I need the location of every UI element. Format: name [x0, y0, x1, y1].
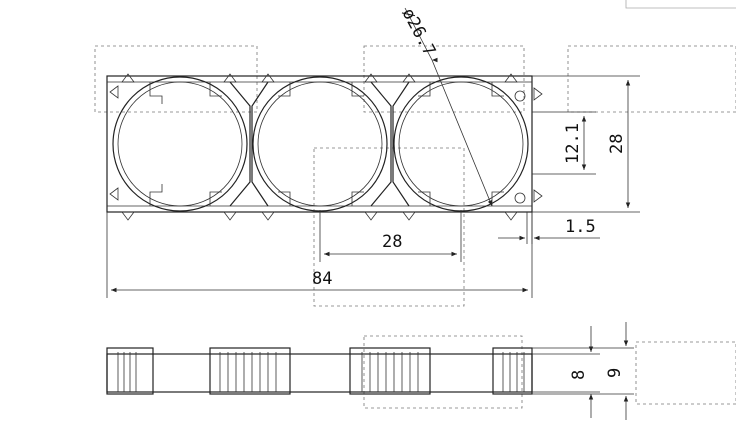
- pitch-label: 28: [382, 232, 402, 252]
- height-dimension: 28: [532, 75, 640, 213]
- body-thickness-label: 8: [569, 370, 589, 380]
- length-dimension: 84: [106, 212, 533, 298]
- total-thickness-label: 9: [605, 368, 625, 378]
- wall-label: 1.5: [565, 217, 596, 237]
- sheet-frame-corner: [625, 0, 736, 9]
- inner-height-dimension: 12.1: [532, 111, 596, 175]
- inner-height-label: 12.1: [563, 123, 583, 164]
- cell-hole-3: [393, 76, 529, 212]
- diameter-dimension: ø26.7: [398, 5, 493, 207]
- diameter-label: ø26.7: [398, 5, 440, 60]
- length-label: 84: [312, 269, 332, 289]
- height-label: 28: [607, 134, 627, 154]
- pitch-dimension: 28: [319, 210, 462, 262]
- body-thickness-dimension: 8: [532, 326, 600, 418]
- cell-hole-1: [112, 76, 248, 212]
- total-thickness-dimension: 9: [532, 322, 634, 420]
- holder-top-view: [106, 73, 543, 221]
- dashed-overlays: [94, 45, 736, 409]
- holder-side-view: [106, 347, 533, 395]
- cell-hole-2: [252, 76, 388, 212]
